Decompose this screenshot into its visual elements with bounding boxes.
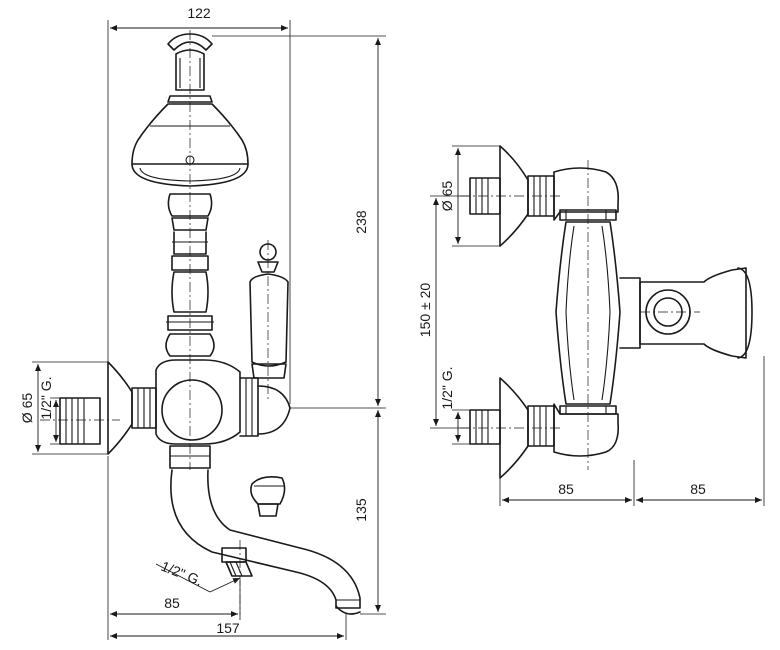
diverter-knob <box>250 476 286 517</box>
dim-right-85-label: 85 <box>690 481 706 497</box>
side-view: 122 238 135 85 157 Ø 65 1/2" G. 1/2" G. <box>19 5 386 640</box>
mixer-body <box>155 359 291 445</box>
lever-handle <box>249 243 289 379</box>
dim-inlet-thread-side-label: 1/2" G. <box>38 376 54 419</box>
dim-centres-label: 150 ± 20 <box>417 283 433 338</box>
dim-flange-dia-front-label: Ø 65 <box>439 181 455 212</box>
dim-height-spout-label: 135 <box>353 498 369 522</box>
wall-flange-side <box>59 361 157 455</box>
dim-inlet-thread-front-label: 1/2" G. <box>439 366 455 409</box>
lower-elbow <box>553 403 620 457</box>
dim-left-85-label: 85 <box>558 481 574 497</box>
front-view: Ø 65 150 ± 20 1/2" G. 85 85 <box>417 145 765 506</box>
front-center-lines <box>460 160 700 470</box>
dim-outlet-85-label: 85 <box>164 595 180 611</box>
spout <box>169 445 361 615</box>
dim-outlet-thread-label: 1/2" G. <box>159 558 205 589</box>
dim-spout-157-label: 157 <box>216 620 240 636</box>
dim-width-top-label: 122 <box>187 5 211 21</box>
side-center-lines <box>40 30 269 615</box>
dim-height-total-label: 238 <box>353 210 369 234</box>
side-outlet <box>619 267 753 359</box>
dim-flange-dia-side-label: Ø 65 <box>19 393 35 424</box>
front-body <box>555 221 621 405</box>
upper-elbow <box>553 167 620 221</box>
side-dimensions <box>32 20 386 640</box>
wall-flange-top <box>469 145 555 247</box>
front-dimensions <box>430 145 765 506</box>
spout-outlet <box>221 547 253 577</box>
